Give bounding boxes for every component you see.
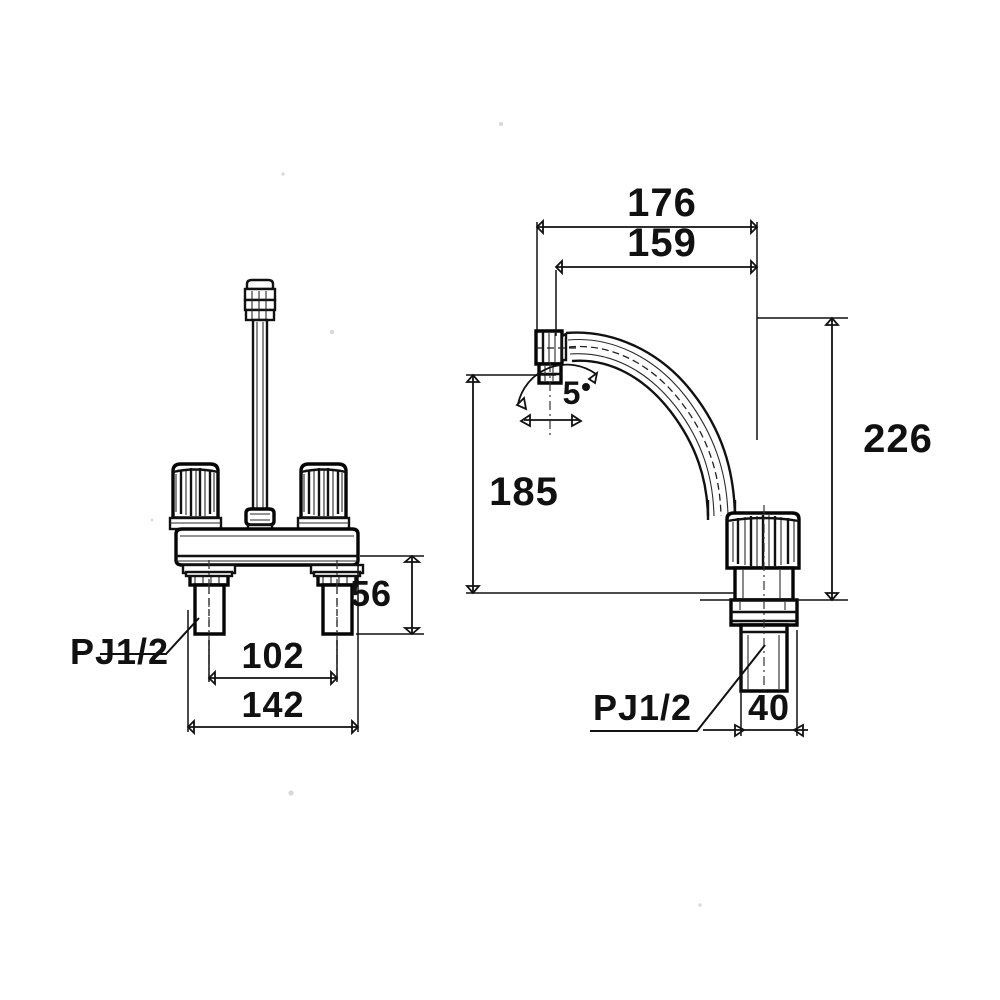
dimension-185-group: 185: [465, 373, 735, 595]
coupling-nut-knurl: [732, 515, 795, 566]
handle-left-knurl: [175, 468, 215, 516]
coupling-nut-side[interactable]: [725, 511, 801, 570]
callout-pj12-left-label: PJ1/2: [70, 631, 169, 672]
side-view: 5: [465, 181, 933, 738]
handle-right-knurl: [303, 468, 343, 516]
callout-pj12-right-group: PJ1/2: [590, 644, 766, 732]
dimension-56-group: 56: [350, 554, 424, 636]
dimension-102-group: 102: [207, 635, 339, 687]
spout-stem-front: [243, 278, 277, 536]
dimension-40-group: 40: [703, 630, 808, 738]
shank-right: [309, 560, 365, 680]
dimension-226-group: 226: [700, 316, 933, 602]
deck-plate-front: [174, 527, 360, 567]
degree-symbol-icon: [582, 383, 590, 391]
callout-pj12-right-label: PJ1/2: [593, 687, 692, 728]
callout-pj12-left-group: PJ1/2: [70, 617, 200, 672]
dimension-142-label: 142: [241, 684, 304, 725]
handle-right[interactable]: [296, 462, 351, 531]
shank-left: [181, 560, 237, 680]
dimension-angle-5-group: 5: [515, 363, 599, 435]
dimension-226-label: 226: [863, 417, 933, 461]
dimension-40-label: 40: [748, 687, 790, 728]
dimension-159-label: 159: [627, 221, 697, 265]
dimension-56-label: 56: [350, 573, 392, 614]
front-view: 56 102 142: [70, 278, 424, 736]
dimension-176-label: 176: [627, 181, 697, 225]
dimension-185-label: 185: [489, 470, 559, 514]
dimension-102-label: 102: [241, 635, 304, 676]
dimension-angle-5-label: 5: [563, 375, 582, 411]
handle-left[interactable]: [168, 462, 223, 531]
scan-artifacts: [150, 122, 702, 907]
dimension-176-group: 176: [535, 181, 759, 440]
spout-tip-fitting: [534, 329, 576, 385]
inlet-shank-side: [739, 505, 789, 716]
spout-curved: [565, 331, 737, 520]
dimension-159-group: 159: [554, 221, 759, 336]
dimension-142-group: 142: [186, 566, 360, 736]
